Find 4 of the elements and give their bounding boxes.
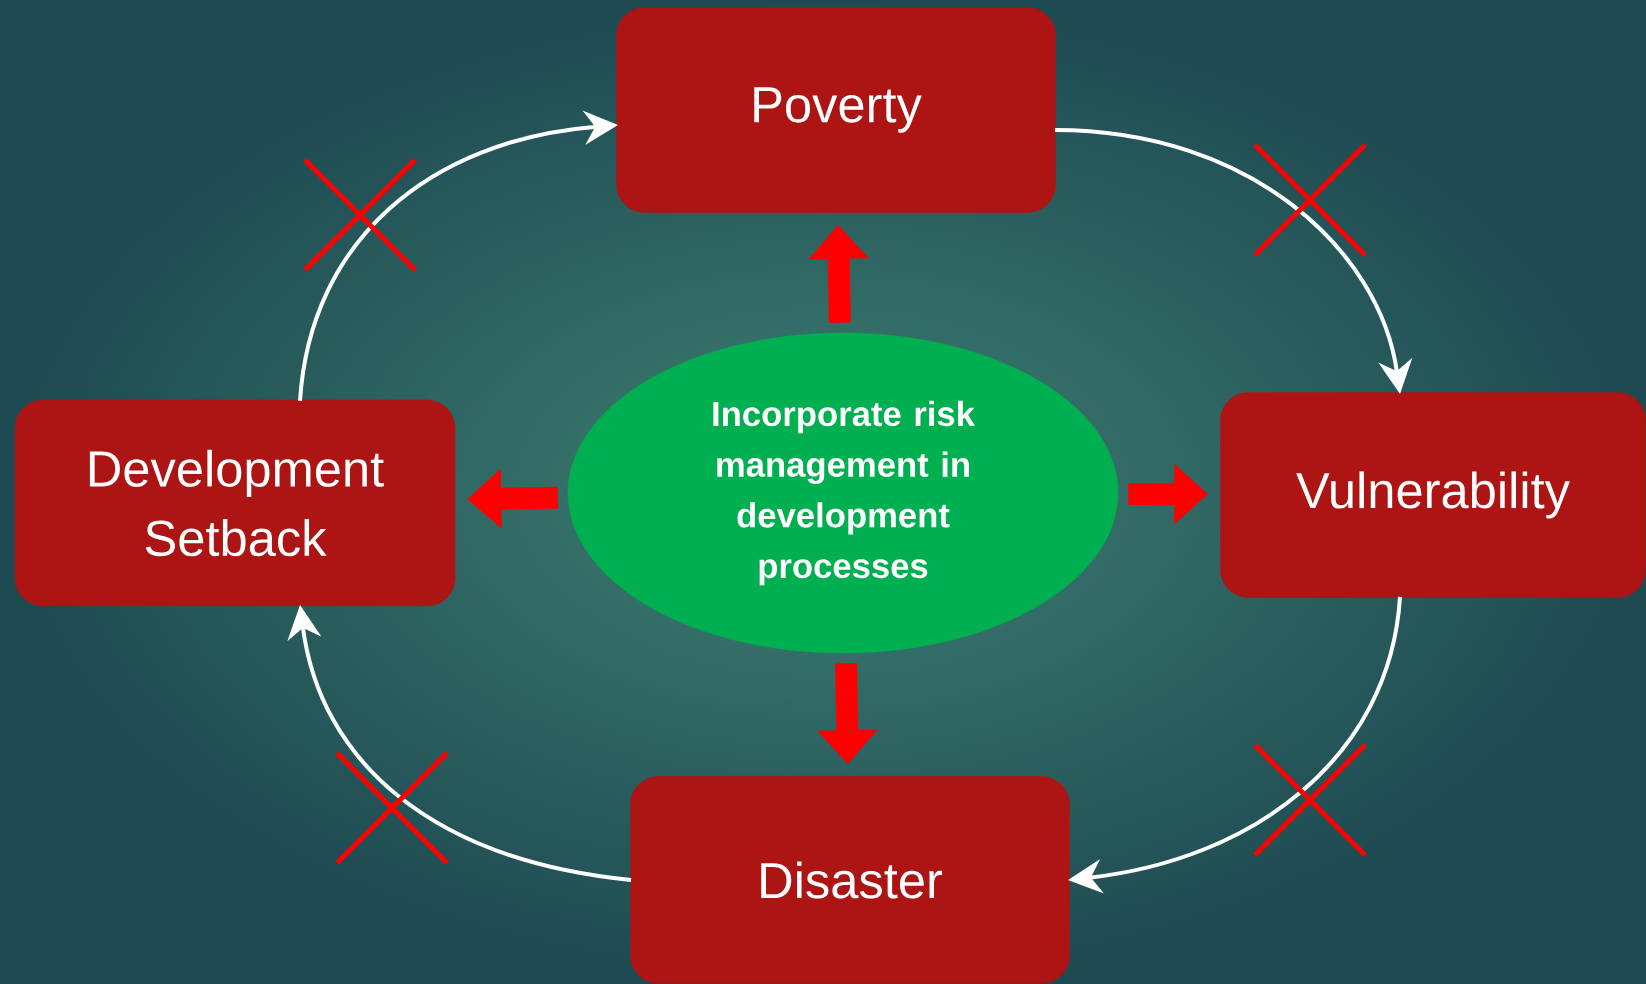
rounded-box: Poverty: [616, 7, 1056, 213]
rounded-box: Vulnerability: [1220, 392, 1646, 598]
rounded-box: Development Setback: [14, 399, 456, 607]
rounded-box: Disaster: [630, 776, 1070, 984]
